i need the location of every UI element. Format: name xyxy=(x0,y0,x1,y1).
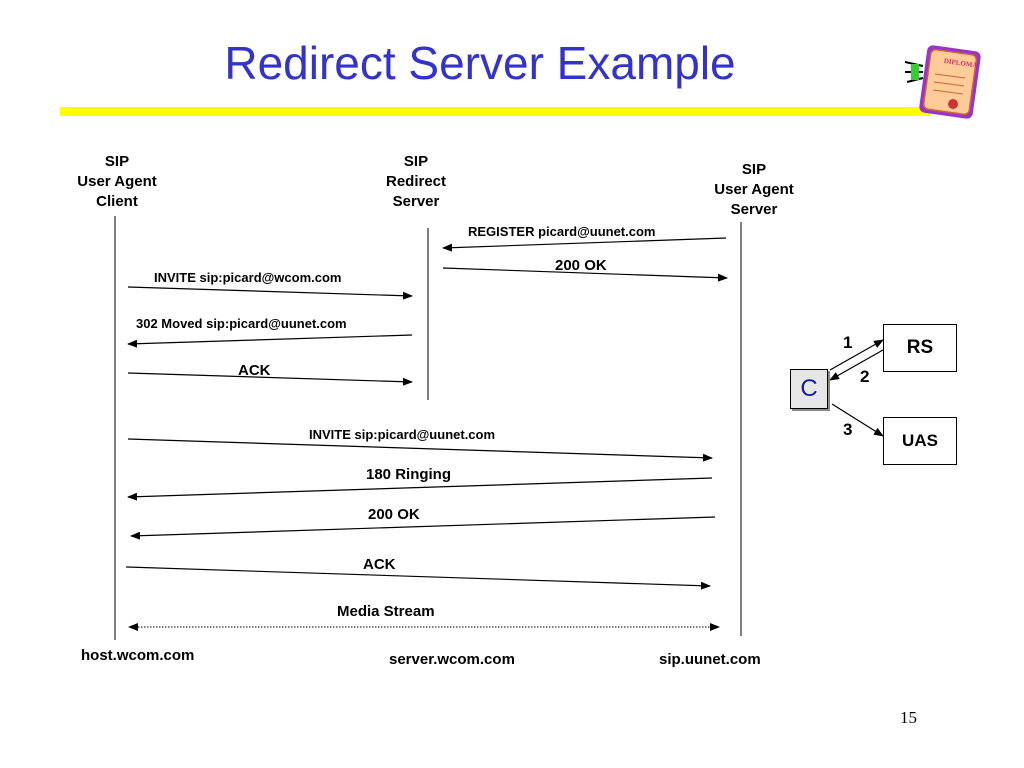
inset-rs-box: RS xyxy=(883,324,957,372)
ok-invite-label: 200 OK xyxy=(368,506,420,523)
client-host-label: host.wcom.com xyxy=(81,647,195,664)
media-stream-label: Media Stream xyxy=(337,603,435,620)
slide-title: Redirect Server Example xyxy=(224,37,736,89)
moved-label: 302 Moved sip:picard@uunet.com xyxy=(136,316,347,331)
ack-redirect-label: ACK xyxy=(238,362,271,379)
invite-uunet-label: INVITE sip:picard@uunet.com xyxy=(309,427,496,442)
diploma-icon: DIPLOMA xyxy=(905,45,981,119)
inset-arrow-3 xyxy=(831,403,884,437)
page-number: 15 xyxy=(900,708,917,727)
inset-uas-box: UAS xyxy=(883,417,957,465)
inset-arrow-2 xyxy=(829,349,884,381)
invite-wcom-label: INVITE sip:picard@wcom.com xyxy=(154,270,342,285)
redirect-header: SIP Redirect Server xyxy=(385,153,447,210)
inset-step-1: 1 xyxy=(843,333,853,352)
register-arrow xyxy=(442,237,727,252)
ack-final-label: ACK xyxy=(363,556,396,573)
ack-redirect-arrow xyxy=(127,372,413,386)
ringing-label: 180 Ringing xyxy=(366,466,452,483)
client-header: SIP User Agent Client xyxy=(77,153,157,210)
invite-wcom-arrow xyxy=(127,286,413,300)
inset-client-box: C xyxy=(790,369,828,409)
ok-invite-arrow xyxy=(130,516,716,540)
ok-register-arrow xyxy=(442,267,728,282)
ringing-arrow xyxy=(127,477,713,501)
redirect-host-label: server.wcom.com xyxy=(389,651,515,668)
register-label: REGISTER picard@uunet.com xyxy=(468,224,656,239)
ack-final-arrow xyxy=(125,566,711,590)
media-arrow-left xyxy=(128,623,138,631)
uas-header: SIP User Agent Server xyxy=(714,161,794,218)
ok-register-label: 200 OK xyxy=(555,257,607,274)
invite-uunet-arrow xyxy=(127,438,713,462)
moved-arrow xyxy=(127,334,413,348)
uas-host-label: sip.uunet.com xyxy=(659,651,761,668)
title-underline xyxy=(60,107,930,116)
inset-arrow-1 xyxy=(829,339,884,371)
inset-step-3: 3 xyxy=(843,420,853,439)
inset-step-2: 2 xyxy=(860,367,870,386)
media-arrow-right xyxy=(710,623,720,631)
